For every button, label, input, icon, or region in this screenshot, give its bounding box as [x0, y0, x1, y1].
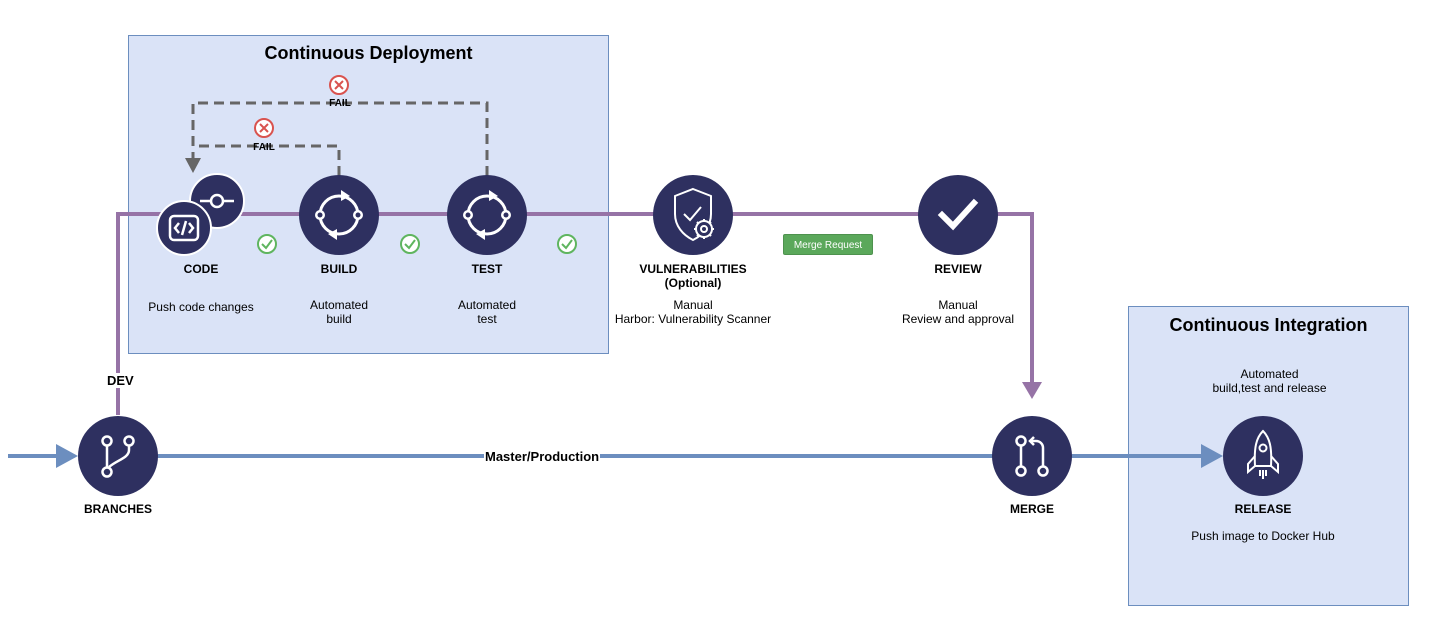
- success-check-icon: [257, 234, 277, 254]
- sync-icon: [315, 190, 363, 240]
- merge-request-button[interactable]: Merge Request: [783, 234, 873, 255]
- code-title: CODE: [183, 262, 219, 276]
- build-desc: Automated build: [309, 298, 369, 326]
- branches-title: BRANCHES: [83, 502, 152, 516]
- release-desc: Push image to Docker Hub: [1191, 529, 1335, 543]
- success-check-icon: [557, 234, 577, 254]
- merge-title: MERGE: [1009, 502, 1054, 516]
- ci-description: Automated build,test and release: [1212, 367, 1327, 395]
- test-node[interactable]: [447, 175, 527, 255]
- build-title: BUILD: [320, 262, 358, 276]
- fail-label-inner: FAIL: [253, 142, 275, 153]
- success-check-icon: [400, 234, 420, 254]
- code-desc: Push code changes: [148, 300, 254, 314]
- vulnerabilities-title: VULNERABILITIES (Optional): [639, 262, 747, 290]
- test-desc: Automated test: [457, 298, 517, 326]
- merge-node[interactable]: [992, 416, 1072, 496]
- fail-x-icon: [329, 75, 349, 95]
- release-arrowhead: [1201, 444, 1223, 468]
- dev-line: [116, 212, 1034, 415]
- merge-arrowhead: [1022, 382, 1042, 399]
- vulnerabilities-desc: Manual Harbor: Vulnerability Scanner: [614, 298, 772, 326]
- code-node[interactable]: [156, 173, 245, 256]
- review-desc: Manual Review and approval: [901, 298, 1015, 326]
- fail-loop-inner: [193, 144, 341, 176]
- release-title: RELEASE: [1234, 502, 1292, 516]
- checkmark-icon: [937, 198, 979, 231]
- shield-gear-icon: [674, 187, 714, 242]
- code-icon: [168, 214, 200, 242]
- fail-label-outer: FAIL: [329, 98, 351, 109]
- release-node[interactable]: [1223, 416, 1303, 496]
- sync-icon: [463, 190, 511, 240]
- build-node[interactable]: [299, 175, 379, 255]
- ci-title: Continuous Integration: [1169, 315, 1368, 335]
- branches-node[interactable]: [78, 416, 158, 496]
- rocket-icon: [1247, 429, 1279, 479]
- fail-loop-outer: [191, 101, 489, 176]
- dev-branch-label: DEV: [106, 373, 135, 388]
- master-branch-label: Master/Production: [484, 449, 601, 464]
- commit-icon: [200, 193, 234, 209]
- review-node[interactable]: [918, 175, 998, 255]
- fail-x-icon: [254, 118, 274, 138]
- cd-title: Continuous Deployment: [264, 43, 473, 63]
- test-title: TEST: [471, 262, 503, 276]
- merge-icon: [1015, 435, 1049, 477]
- branches-arrowhead: [56, 444, 78, 468]
- fail-arrowhead: [185, 158, 201, 173]
- review-title: REVIEW: [934, 262, 982, 276]
- vulnerabilities-node[interactable]: [653, 175, 733, 255]
- branch-icon: [101, 435, 135, 478]
